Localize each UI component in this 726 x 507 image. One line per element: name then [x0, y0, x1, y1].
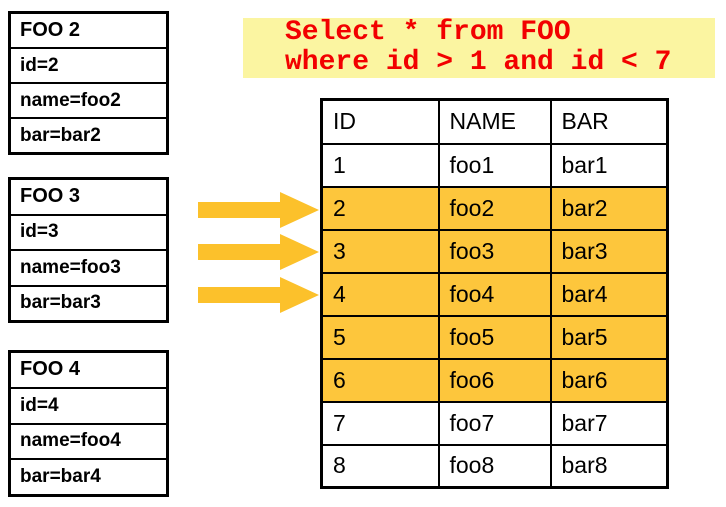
cell-name: foo1	[437, 142, 552, 188]
record-box-field: id=3	[11, 216, 166, 251]
record-box-title: FOO 2	[11, 14, 166, 49]
sql-query-line: Select * from FOO	[285, 17, 571, 48]
sql-query-line: where id > 1 and id < 7	[285, 47, 672, 78]
record-box-field: name=foo3	[11, 251, 166, 287]
sql-query-box: Select * from FOO where id > 1 and id < …	[243, 18, 715, 78]
cell-id: 8	[320, 443, 440, 489]
table-row: 2 foo2 bar2	[320, 185, 669, 231]
column-header-id: ID	[320, 98, 440, 145]
column-header-name: NAME	[437, 98, 552, 145]
record-box-title: FOO 4	[11, 353, 166, 389]
cell-bar: bar5	[549, 314, 669, 360]
arrow-icon	[198, 192, 319, 228]
cell-id: 3	[320, 228, 440, 274]
cell-bar: bar7	[549, 400, 669, 446]
cell-name: foo2	[437, 185, 552, 231]
record-box-field: bar=bar4	[20, 466, 101, 488]
record-box-title: FOO 3	[11, 180, 166, 216]
table-row: 1 foo1 bar1	[320, 142, 669, 188]
table-header-row: ID NAME BAR	[320, 98, 669, 145]
cell-name: foo7	[437, 400, 552, 446]
arrow-icon	[198, 234, 319, 270]
cell-bar: bar4	[549, 271, 669, 317]
result-table: ID NAME BAR 1 foo1 bar1 2 foo2 bar2 3 fo…	[320, 98, 669, 489]
cell-name: foo4	[437, 271, 552, 317]
cell-bar: bar2	[549, 185, 669, 231]
cell-id: 7	[320, 400, 440, 446]
record-box-field: bar=bar3	[20, 292, 101, 314]
cell-id: 1	[320, 142, 440, 188]
table-row: 7 foo7 bar7	[320, 400, 669, 446]
table-row: 4 foo4 bar4	[320, 271, 669, 317]
record-box-foo3: FOO 3 id=3 name=foo3 bar=bar3	[8, 177, 169, 323]
column-header-bar: BAR	[549, 98, 669, 145]
cell-bar: bar8	[549, 443, 669, 489]
record-box-foo4: FOO 4 id=4 name=foo4 bar=bar4	[8, 350, 169, 497]
cell-name: foo6	[437, 357, 552, 403]
cell-bar: bar6	[549, 357, 669, 403]
cell-id: 5	[320, 314, 440, 360]
record-box-foo2: FOO 2 id=2 name=foo2 bar=bar2	[8, 11, 169, 155]
table-row: 5 foo5 bar5	[320, 314, 669, 360]
record-box-field: name=foo4	[11, 425, 166, 461]
record-box-field: id=2	[11, 49, 166, 84]
table-row: 6 foo6 bar6	[320, 357, 669, 403]
cell-id: 2	[320, 185, 440, 231]
cell-bar: bar1	[549, 142, 669, 188]
record-box-field: bar=bar2	[20, 124, 101, 146]
arrow-icon	[198, 277, 319, 313]
table-row: 8 foo8 bar8	[320, 443, 669, 489]
record-box-field: name=foo2	[11, 84, 166, 119]
table-row: 3 foo3 bar3	[320, 228, 669, 274]
cell-id: 4	[320, 271, 440, 317]
cell-bar: bar3	[549, 228, 669, 274]
cell-name: foo8	[437, 443, 552, 489]
cell-name: foo5	[437, 314, 552, 360]
cell-name: foo3	[437, 228, 552, 274]
cell-id: 6	[320, 357, 440, 403]
record-box-field: id=4	[11, 389, 166, 425]
